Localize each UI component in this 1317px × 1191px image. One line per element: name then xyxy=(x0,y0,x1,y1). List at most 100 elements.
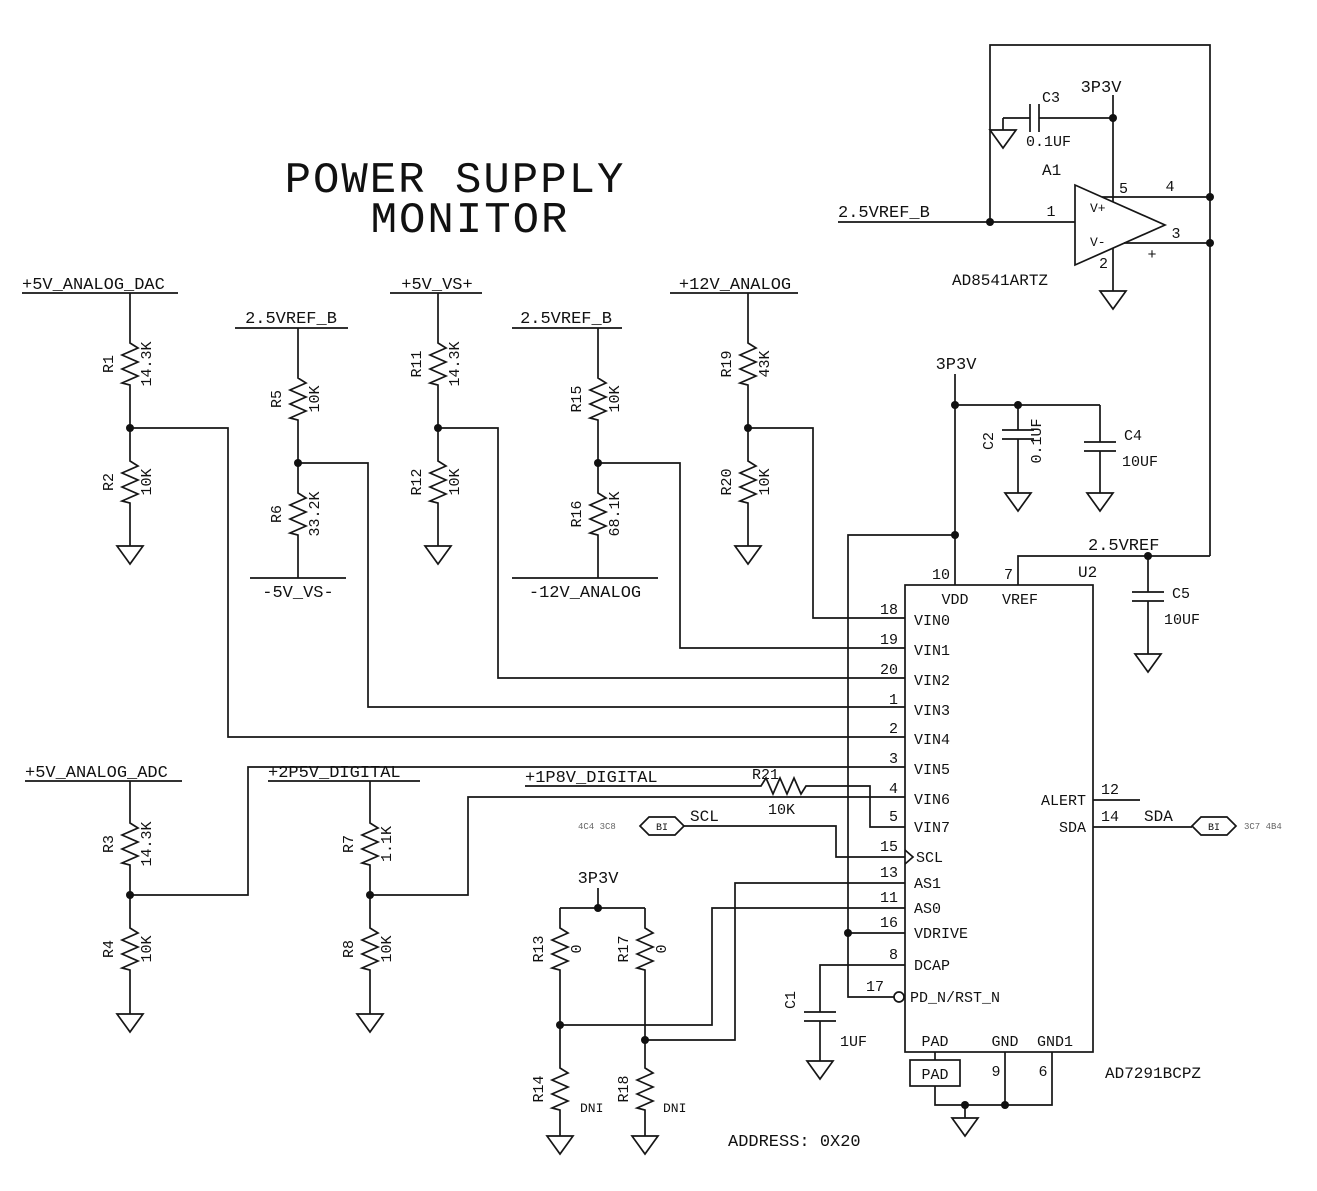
c5-value: 10UF xyxy=(1164,612,1200,629)
capacitor-C2 xyxy=(1002,429,1034,440)
pin-name-as0: AS0 xyxy=(914,901,941,918)
address-label: ADDRESS: 0X20 xyxy=(728,1133,861,1152)
pin-name-vin6: VIN6 xyxy=(914,792,950,809)
opamp-pin4-number: 4 xyxy=(1165,179,1174,196)
opamp-pin3-number: 3 xyxy=(1171,226,1180,243)
page-title-line1: POWER SUPPLY xyxy=(285,156,626,206)
pin-name-pad: PAD xyxy=(921,1034,948,1051)
net-label-3p3v-as: 3P3V xyxy=(578,870,620,889)
r3-value: 14.3K xyxy=(139,821,156,866)
opamp-vplus-label: V+ xyxy=(1090,201,1106,216)
active-low-bubble xyxy=(893,991,905,1003)
junction-dot xyxy=(641,1036,649,1044)
pin-number-gnd: 9 xyxy=(991,1064,1000,1081)
r4-ref: R4 xyxy=(101,940,118,958)
pin-name-vin7: VIN7 xyxy=(914,820,950,837)
net-label-p5v-dac: +5V_ANALOG_DAC xyxy=(22,276,165,295)
pin-number-alert: 12 xyxy=(1101,782,1119,799)
pin-name-vin3: VIN3 xyxy=(914,703,950,720)
ic-ref: U2 xyxy=(1078,564,1097,582)
r18-value: DNI xyxy=(663,1101,686,1116)
pin-number-vin3: 1 xyxy=(889,692,898,709)
junction-dot xyxy=(594,459,602,467)
capacitor-C3 xyxy=(1029,104,1040,132)
opamp-triangle xyxy=(1074,183,1168,267)
r21-value: 10K xyxy=(768,802,795,819)
wire-net-vrefb2 xyxy=(512,327,905,649)
pin-number-scl: 15 xyxy=(880,839,898,856)
net-labels: +5V_ANALOG_DAC 2.5VREF_B +5V_VS+ 2.5VREF… xyxy=(22,79,1173,889)
opamp-pin1-number: 1 xyxy=(1046,204,1055,221)
wire-net-opamp xyxy=(838,44,1211,556)
net-label-3p3v-opamp: 3P3V xyxy=(1081,79,1123,98)
r15-ref: R15 xyxy=(569,385,586,412)
sda-port-tag: BI xyxy=(1208,823,1220,834)
c4-ref: C4 xyxy=(1124,428,1142,445)
pin-name-vin5: VIN5 xyxy=(914,762,950,779)
scl-clock-mark xyxy=(904,849,915,865)
junction-dot xyxy=(951,531,959,539)
scl-port-tag: BI xyxy=(656,823,668,834)
c5-ref: C5 xyxy=(1172,586,1190,603)
c3-value: 0.1UF xyxy=(1026,134,1071,151)
r17-ref: R17 xyxy=(616,935,633,962)
net-label-p5v-adc: +5V_ANALOG_ADC xyxy=(25,764,168,783)
junction-dot xyxy=(961,1101,969,1109)
r19-value: 43K xyxy=(757,350,774,377)
pin-name-vin0: VIN0 xyxy=(914,613,950,630)
pad-net-box xyxy=(909,1059,961,1087)
junction-dot xyxy=(126,424,134,432)
r6-ref: R6 xyxy=(269,505,286,523)
pin-number-vin6: 4 xyxy=(889,781,898,798)
net-label-vrefb2: 2.5VREF_B xyxy=(520,310,612,329)
junction-dots xyxy=(126,114,1214,1109)
opamp-ref: A1 xyxy=(1042,162,1061,180)
wire-net-p1p8v xyxy=(525,785,905,828)
ic-body xyxy=(904,584,1094,1053)
page-title-line2: MONITOR xyxy=(371,196,570,246)
net-label-2p5vref: 2.5VREF xyxy=(1088,537,1159,556)
r4-value: 10K xyxy=(139,935,156,962)
junction-dot xyxy=(366,891,374,899)
wire-net-3p3v xyxy=(819,374,1101,1055)
r7-ref: R7 xyxy=(341,835,358,853)
r17-value: 0 xyxy=(654,944,671,953)
junction-dot xyxy=(594,904,602,912)
pin-number-vin7: 5 xyxy=(889,809,898,826)
pin-number-dcap: 8 xyxy=(889,947,898,964)
junction-dot xyxy=(434,424,442,432)
r21-ref: R21 xyxy=(752,767,779,784)
pin-number-vin2: 20 xyxy=(880,662,898,679)
junction-dot xyxy=(556,1021,564,1029)
junction-dot xyxy=(126,891,134,899)
pin-name-vdrive: VDRIVE xyxy=(914,926,968,943)
pad-net-label: PAD xyxy=(921,1067,948,1084)
net-label-p12v: +12V_ANALOG xyxy=(679,276,791,295)
net-label-n5v-vs: -5V_VS- xyxy=(262,584,333,603)
c3-ref: C3 xyxy=(1042,90,1060,107)
junction-dot xyxy=(951,401,959,409)
net-label-vrefb1: 2.5VREF_B xyxy=(245,310,337,329)
net-label-p2p5v: +2P5V_DIGITAL xyxy=(268,764,401,783)
wire-net-alert-sda xyxy=(1093,799,1192,828)
pin-name-vin4: VIN4 xyxy=(914,732,950,749)
r13-ref: R13 xyxy=(531,935,548,962)
opamp-plus-sign: + xyxy=(1147,247,1156,264)
pin-name-vref: VREF xyxy=(1002,592,1038,609)
junction-dot xyxy=(1144,552,1152,560)
title-block: POWER SUPPLY MONITOR xyxy=(285,156,626,246)
wire-net-p5v-dac xyxy=(22,292,905,738)
r8-ref: R8 xyxy=(341,940,358,958)
junction-dot xyxy=(744,424,752,432)
net-label-3p3v-main: 3P3V xyxy=(936,356,978,375)
junction-dot xyxy=(1206,193,1214,201)
pin-name-gnd1: GND1 xyxy=(1037,1034,1073,1051)
opamp-vminus-label: V- xyxy=(1090,235,1106,250)
net-label-n12v: -12V_ANALOG xyxy=(529,584,641,603)
pin-name-vin1: VIN1 xyxy=(914,643,950,660)
junction-dot xyxy=(844,929,852,937)
wire-net-vrefb1 xyxy=(235,327,905,708)
scl-port-icon xyxy=(638,816,686,836)
